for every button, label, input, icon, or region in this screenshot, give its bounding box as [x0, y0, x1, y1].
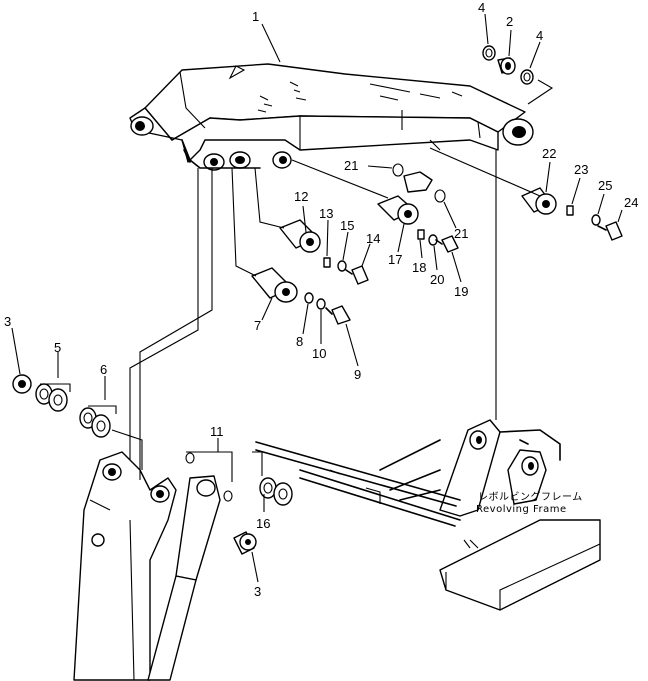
seal-5: [35, 383, 68, 412]
seal-16: [259, 477, 293, 506]
spacer-18: [417, 229, 425, 240]
callout-18: 18: [412, 260, 426, 275]
spacer-13: [323, 257, 331, 268]
callout-14: 14: [366, 231, 380, 246]
washer-8: [304, 292, 314, 304]
oring-11-a: [185, 452, 195, 464]
washer-25: [591, 214, 601, 226]
callout-3-bottom: 3: [254, 584, 261, 599]
washer-15: [337, 260, 347, 272]
callout-22: 22: [542, 146, 556, 161]
frame-label-english: Revolving Frame: [476, 504, 567, 515]
bolt-14: [345, 265, 369, 285]
washer-10: [316, 298, 326, 310]
oring-21-b: [434, 189, 446, 203]
pin-22: [521, 187, 557, 215]
bushing-3-bottom: [233, 531, 257, 555]
bushing-3-left: [12, 374, 32, 394]
callout-16: 16: [256, 516, 270, 531]
callout-5: 5: [54, 340, 61, 355]
bushing-2: [497, 57, 516, 75]
seal-4-right: [520, 69, 534, 85]
callout-21-right: 21: [454, 226, 468, 241]
callout-20: 20: [430, 272, 444, 287]
callout-3-left: 3: [4, 314, 11, 329]
seal-4-left: [482, 45, 496, 61]
callout-4-left: 4: [478, 0, 485, 15]
callout-9: 9: [354, 367, 361, 382]
callout-25: 25: [598, 178, 612, 193]
pin-7: [251, 267, 298, 303]
arm: [73, 451, 177, 681]
spacer-23: [566, 205, 574, 216]
callout-15: 15: [340, 218, 354, 233]
bolt-24: [597, 221, 623, 241]
callout-11: 11: [210, 424, 224, 439]
fitting: [403, 171, 433, 193]
callout-21-left: 21: [344, 158, 358, 173]
callout-13: 13: [319, 206, 333, 221]
callout-12: 12: [294, 189, 308, 204]
revolving-frame: [379, 419, 601, 611]
callout-7: 7: [254, 318, 261, 333]
oring-11-b: [223, 490, 233, 502]
bolt-9: [325, 305, 351, 325]
callout-2: 2: [506, 14, 513, 29]
bolt-19: [435, 235, 459, 253]
seal-6: [79, 407, 111, 438]
callout-leaders: [11, 13, 623, 583]
callout-23: 23: [574, 162, 588, 177]
callout-8: 8: [296, 334, 303, 349]
boom: [129, 63, 534, 171]
pin-17: [377, 195, 419, 225]
revolving-frame-label: レボルビングフレーム Revolving Frame: [476, 490, 583, 515]
pin-12: [279, 219, 321, 253]
callout-10: 10: [312, 346, 326, 361]
oring-21-a: [392, 163, 404, 177]
callout-19: 19: [454, 284, 468, 299]
callout-24: 24: [624, 195, 638, 210]
callout-17: 17: [388, 252, 402, 267]
callout-6: 6: [100, 362, 107, 377]
callout-1: 1: [252, 9, 259, 24]
frame-label-japanese: レボルビングフレーム: [478, 490, 583, 503]
callout-labels: 1 4 2 4 22 23 25 24 21 21 17 18 20 19 12…: [4, 0, 638, 599]
link-rods: [255, 441, 461, 527]
arm-cylinder: [147, 475, 221, 681]
callout-4-right: 4: [536, 28, 543, 43]
